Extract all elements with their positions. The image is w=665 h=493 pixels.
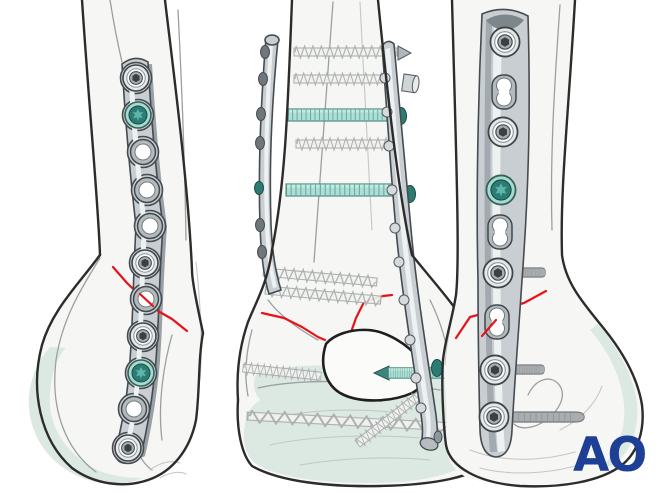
locking-screw-head	[487, 116, 519, 148]
locking-screw-head	[482, 257, 514, 289]
empty-combi-hole	[491, 74, 517, 110]
gray-screw-shank	[515, 364, 545, 375]
locking-screw-head	[114, 434, 142, 462]
medial-plate	[476, 8, 530, 458]
plate-end-cap	[419, 437, 439, 451]
empty-plate-hole	[129, 138, 157, 166]
locking-screw-head	[122, 64, 150, 92]
medial-edge-plate	[254, 34, 282, 296]
tibia-medial-outline	[441, 0, 644, 488]
fibula-outline	[35, 0, 205, 486]
screw-sleeve	[401, 73, 420, 94]
teal-lag-screw-pointed	[372, 365, 446, 381]
empty-combi-hole	[487, 214, 513, 250]
teal-locking-screw-head	[485, 174, 517, 206]
fracture-line	[480, 318, 498, 338]
teal-lag-screw	[287, 108, 399, 122]
fracture-line	[138, 292, 155, 308]
ao-logo: AO	[573, 428, 645, 483]
empty-plate-hole	[136, 212, 164, 240]
gray-screw-shank-long	[513, 411, 585, 423]
teal-screw-head-edge	[431, 359, 443, 377]
fibula-lateral-view	[28, 0, 205, 486]
locking-screw-head	[489, 26, 521, 58]
locking-screw-head	[478, 401, 510, 433]
locking-screw-head	[131, 249, 159, 277]
empty-combi-hole	[484, 304, 510, 340]
fracture-line	[156, 309, 189, 333]
teal-locking-screw-head	[127, 359, 155, 387]
teal-screw-head-edge	[254, 181, 264, 195]
screw-tip	[397, 45, 413, 61]
teal-locking-screw-head	[124, 101, 152, 129]
locking-screw-head	[479, 354, 511, 386]
ghost-screw	[293, 72, 390, 86]
tibia-medial-view: AO	[441, 0, 647, 488]
locking-screw-head	[129, 322, 157, 350]
medial-cartilage	[590, 324, 638, 470]
empty-plate-hole	[120, 395, 148, 423]
fibula-bone-body	[37, 0, 203, 485]
empty-plate-hole	[133, 176, 161, 204]
ghost-screw	[295, 137, 395, 151]
